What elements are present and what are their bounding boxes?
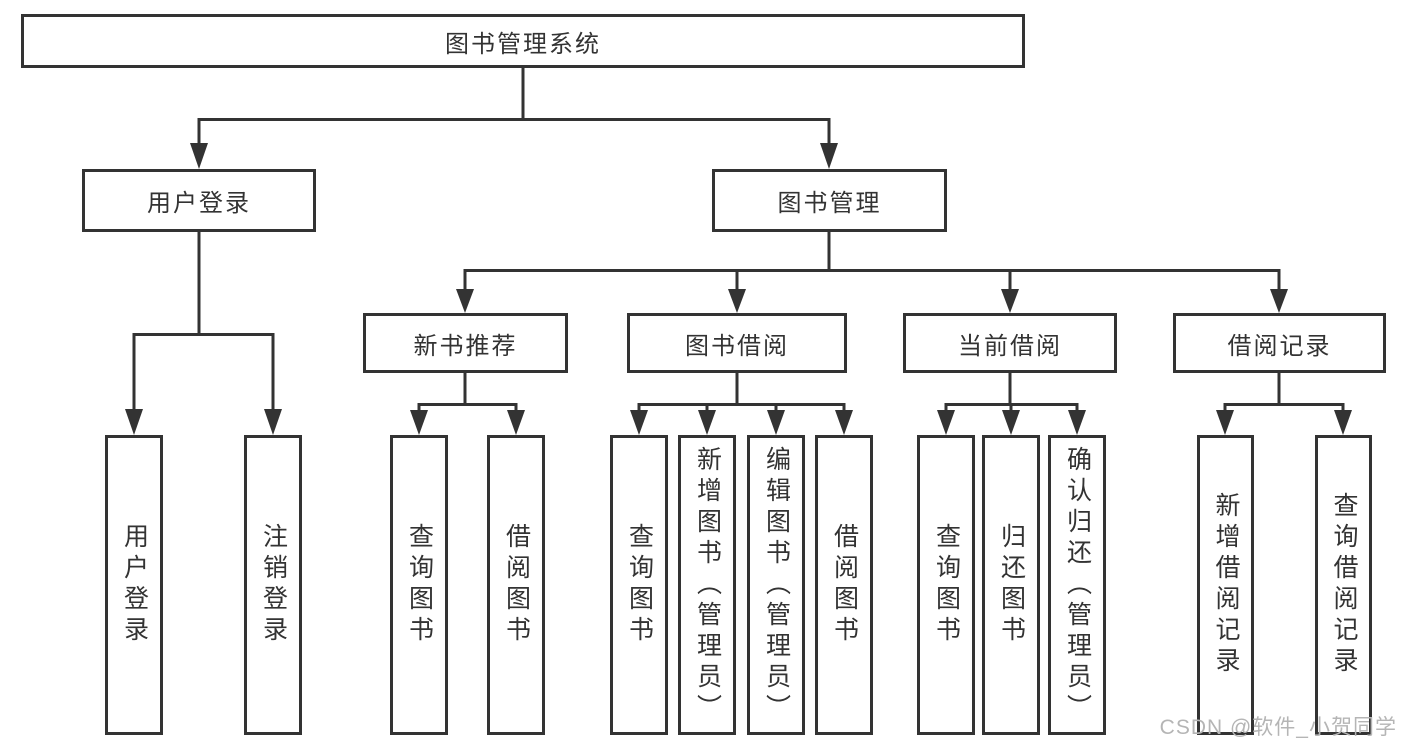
node-current-borrow: 当前借阅 — [903, 313, 1117, 373]
connector-borrow-records-to-leaves — [1216, 373, 1352, 435]
leaf-query-book-recommend-label: 查询图书 — [405, 523, 434, 647]
leaf-edit-book-admin: 编辑图书（管理员） — [747, 435, 805, 735]
leaf-confirm-return-admin: 确认归还（管理员） — [1048, 435, 1106, 735]
leaf-borrow-book-recommend-label: 借阅图书 — [502, 523, 531, 647]
arrowhead — [728, 289, 746, 313]
node-book-management: 图书管理 — [712, 169, 947, 232]
connector-user-login-to-leaves — [125, 232, 282, 435]
leaf-borrow-book: 借阅图书 — [815, 435, 873, 735]
leaf-logout: 注销登录 — [244, 435, 302, 735]
leaf-query-book-current: 查询图书 — [917, 435, 975, 735]
node-book-management-label: 图书管理 — [777, 190, 882, 217]
arrowhead — [835, 410, 853, 435]
arrowhead — [1002, 410, 1020, 435]
node-current-borrow-label: 当前借阅 — [958, 332, 1062, 360]
node-book-borrow-label: 图书借阅 — [685, 332, 789, 360]
arrowhead — [1334, 410, 1352, 435]
node-user-login: 用户登录 — [82, 169, 316, 232]
arrowhead — [1216, 410, 1234, 435]
leaf-query-borrow-record: 查询借阅记录 — [1315, 435, 1372, 735]
node-book-borrow: 图书借阅 — [627, 313, 847, 373]
leaf-logout-label: 注销登录 — [259, 523, 288, 647]
node-new-book-recommend-label: 新书推荐 — [413, 332, 518, 360]
leaf-query-book-recommend: 查询图书 — [390, 435, 448, 735]
leaf-query-book-current-label: 查询图书 — [932, 523, 961, 647]
node-user-login-label: 用户登录 — [147, 190, 251, 217]
leaf-query-book-borrow-label: 查询图书 — [625, 523, 654, 647]
leaf-return-book-label: 归还图书 — [997, 523, 1026, 647]
arrowhead — [507, 410, 525, 435]
arrowhead — [1001, 289, 1019, 313]
arrowhead — [456, 289, 474, 313]
arrowhead — [630, 410, 648, 435]
arrowhead — [1068, 410, 1086, 435]
arrowhead — [190, 143, 208, 169]
node-borrow-records: 借阅记录 — [1173, 313, 1386, 373]
leaf-add-book-admin-label: 新增图书（管理员） — [693, 445, 722, 725]
node-borrow-records-label: 借阅记录 — [1227, 332, 1332, 360]
connector-book-borrow-to-leaves — [630, 373, 853, 435]
leaf-borrow-book-recommend: 借阅图书 — [487, 435, 545, 735]
connector-root-to-level2 — [190, 68, 838, 169]
csdn-watermark: CSDN @软件_小贺同学 — [1159, 716, 1397, 739]
arrowhead — [264, 409, 282, 435]
leaf-edit-book-admin-label: 编辑图书（管理员） — [762, 445, 791, 725]
leaf-add-borrow-record: 新增借阅记录 — [1197, 435, 1254, 735]
arrowhead — [767, 410, 785, 435]
leaf-add-borrow-record-label: 新增借阅记录 — [1212, 492, 1240, 678]
leaf-query-book-borrow: 查询图书 — [610, 435, 668, 735]
node-new-book-recommend: 新书推荐 — [363, 313, 568, 373]
node-root-label: 图书管理系统 — [445, 30, 601, 58]
connector-book-management-to-level3 — [456, 232, 1288, 313]
arrowhead — [698, 410, 716, 435]
arrowhead — [937, 410, 955, 435]
leaf-query-borrow-record-label: 查询借阅记录 — [1330, 492, 1358, 678]
connector-new-book-to-leaves — [410, 373, 525, 435]
leaf-user-login: 用户登录 — [105, 435, 163, 735]
arrowhead — [1270, 289, 1288, 313]
leaf-add-book-admin: 新增图书（管理员） — [678, 435, 736, 735]
arrowhead — [820, 143, 838, 169]
leaf-return-book: 归还图书 — [982, 435, 1040, 735]
node-root-library-system: 图书管理系统 — [21, 14, 1025, 68]
leaf-borrow-book-label: 借阅图书 — [830, 523, 859, 647]
arrowhead — [410, 410, 428, 435]
arrowhead — [125, 409, 143, 435]
connector-current-borrow-to-leaves — [937, 373, 1086, 435]
leaf-user-login-label: 用户登录 — [120, 523, 149, 647]
leaf-confirm-return-admin-label: 确认归还（管理员） — [1063, 445, 1092, 725]
